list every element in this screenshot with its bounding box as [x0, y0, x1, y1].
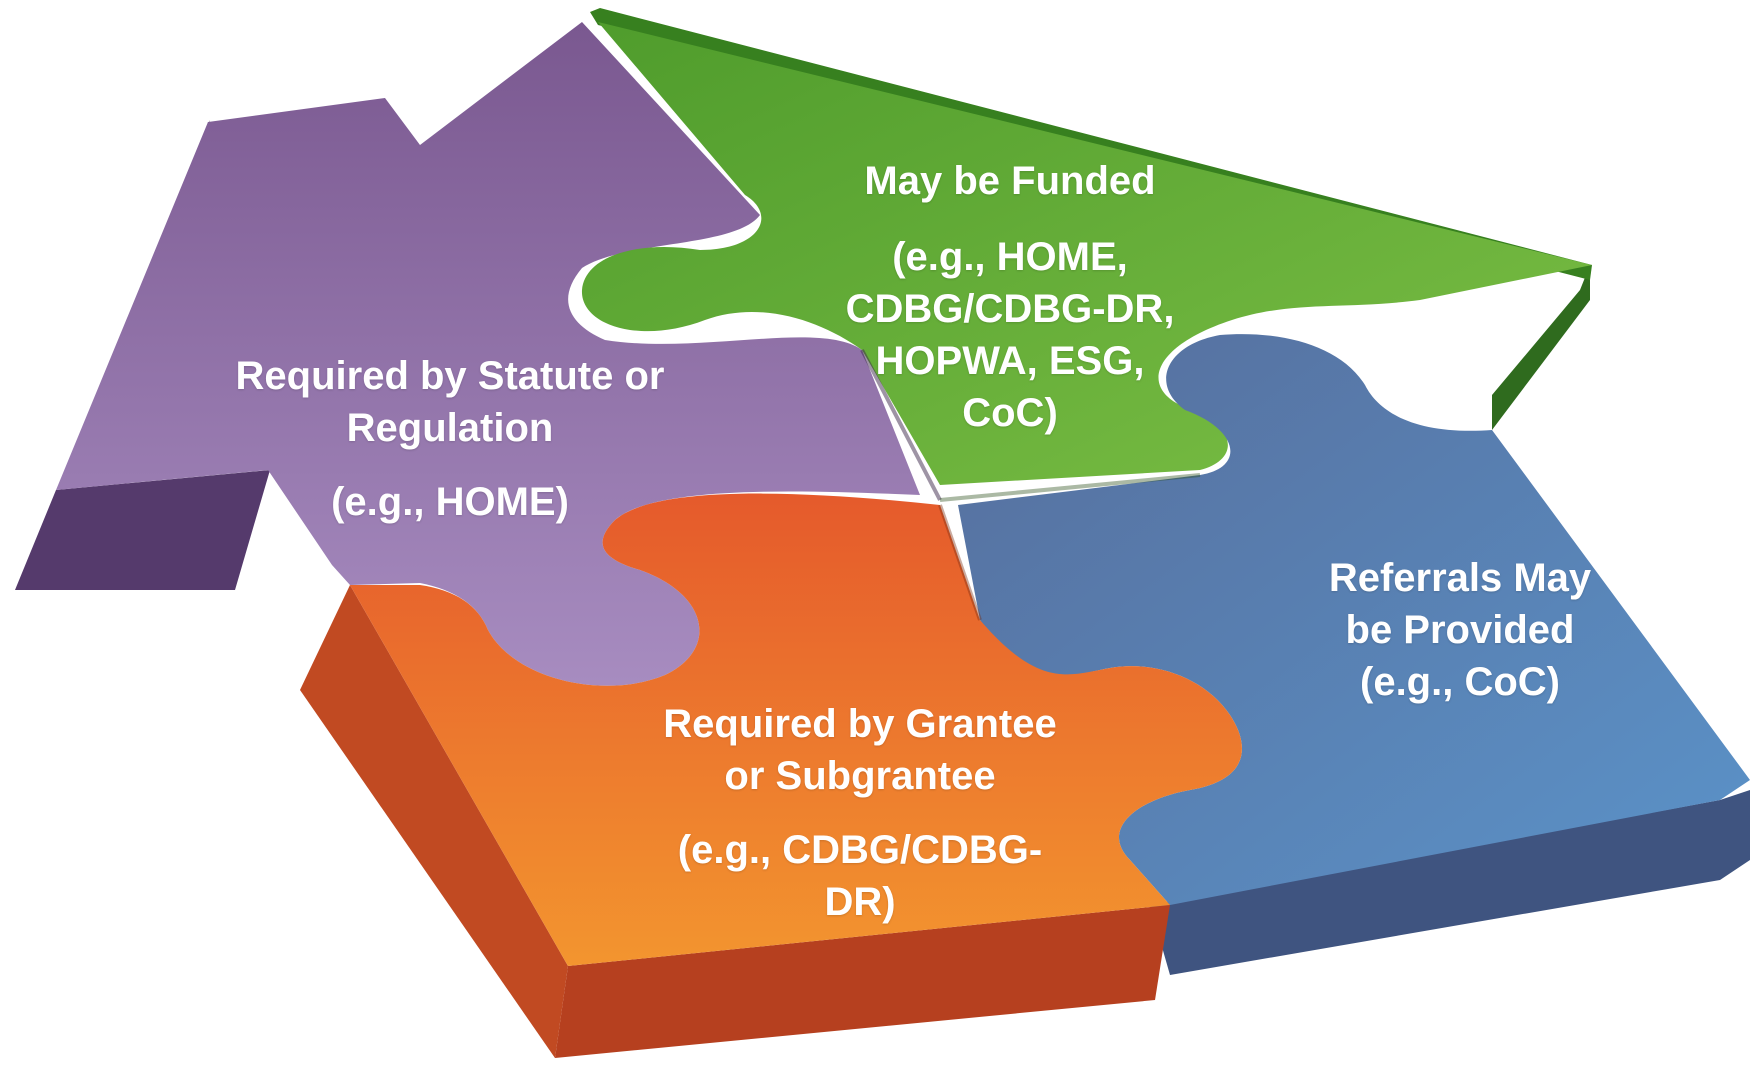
green-piece-side: [1492, 265, 1590, 430]
orange-piece-example: (e.g., CDBG/CDBG- DR): [677, 828, 1043, 924]
green-piece-heading: May be Funded: [864, 159, 1156, 203]
blue-piece-label: Referrals May be Provided (e.g., CoC): [1290, 552, 1630, 708]
seam-line: [938, 504, 982, 621]
purple-piece-heading: Required by Statute or Regulation: [235, 354, 665, 450]
orange-piece: [350, 493, 1242, 966]
purple-piece-label: Required by Statute or Regulation (e.g.,…: [200, 350, 700, 528]
blue-piece-example: (e.g., CoC): [1360, 660, 1560, 704]
green-piece-example: (e.g., HOME, CDBG/CDBG-DR, HOPWA, ESG, C…: [845, 235, 1175, 435]
orange-piece-side: [555, 905, 1170, 1058]
purple-piece-side-left: [15, 470, 270, 590]
purple-piece-example: (e.g., HOME): [331, 480, 569, 524]
seam-line: [860, 349, 942, 501]
blue-piece-heading: Referrals May be Provided: [1328, 556, 1592, 652]
seam-line: [939, 473, 1201, 502]
green-piece: [581, 22, 1592, 485]
orange-piece-label: Required by Grantee or Subgrantee (e.g.,…: [620, 698, 1100, 928]
orange-piece-side-left: [300, 585, 568, 1058]
green-piece-label: May be Funded (e.g., HOME, CDBG/CDBG-DR,…: [800, 155, 1220, 439]
purple-piece: [56, 22, 920, 686]
blue-piece: [958, 334, 1750, 906]
orange-piece-heading: Required by Grantee or Subgrantee: [663, 702, 1057, 798]
blue-piece-side: [1150, 790, 1750, 975]
